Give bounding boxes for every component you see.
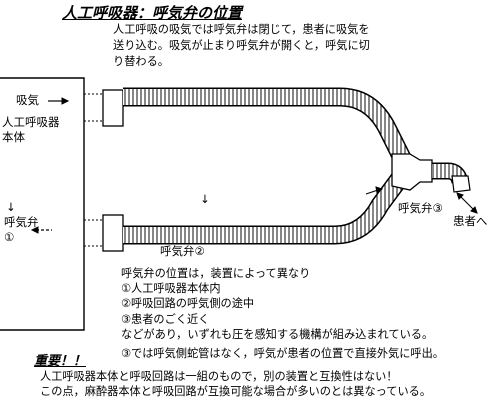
important-line: 人工呼吸器本体と呼吸回路は一組のもので，別の装置と互換性はない！ xyxy=(40,370,398,383)
valve-position-notes: 呼気弁の位置は，装置によって異なり ①人工呼吸器本体内 ②呼吸回路の呼気側の途中… xyxy=(121,266,444,361)
notes-line: ③では呼気側蛇管はなく，呼気が患者の位置で直接外気に呼出。 xyxy=(121,347,444,361)
patient-double-arrow xyxy=(456,192,478,214)
important-heading: 重要！！ xyxy=(34,354,87,369)
important-text: 人工呼吸器本体と呼吸回路は一組のもので，別の装置と互換性はない！ この点，麻酔器… xyxy=(40,370,431,399)
inspiratory-tube xyxy=(123,89,410,162)
diagram-title: 人工呼吸器：呼気弁の位置 xyxy=(62,4,243,22)
y-piece xyxy=(391,153,433,191)
inspiration-label: 吸気 xyxy=(16,93,39,107)
ventilator-body-box xyxy=(0,77,85,331)
ventilator-label-line: 人工呼吸器 xyxy=(2,115,60,129)
inspiration-arrow xyxy=(48,97,70,105)
valve1-label-line: 呼気弁 xyxy=(4,215,39,229)
valve2-label: 呼気弁② xyxy=(160,244,205,258)
important-line: この点，麻酔器本体と呼吸回路が互換可能な場合が多いのとは異なっている。 xyxy=(40,384,432,398)
intro-line: り替わる。 xyxy=(113,55,169,68)
center-marker: ↓ xyxy=(200,192,210,206)
notes-line: ①人工呼吸器本体内 xyxy=(121,282,221,296)
notes-line: などがあり，いずれも圧を感知する機構が組み込まれている。 xyxy=(121,327,434,341)
notes-line: ③患者のごく近く xyxy=(121,312,210,326)
notes-line: 呼気弁の位置は，装置によって異なり xyxy=(121,267,311,280)
intro-line: 人工呼吸の吸気では呼気弁は閉じて，患者に吸気を xyxy=(113,23,370,36)
expiratory-connector xyxy=(102,214,124,252)
patient-connector xyxy=(451,175,471,193)
inspiratory-connector xyxy=(102,89,124,127)
notes-line: ②呼吸回路の呼気側の途中 xyxy=(121,297,255,311)
intro-text: 人工呼吸の吸気では呼気弁は閉じて，患者に吸気を 送り込む。吸気が止まり呼気弁が開… xyxy=(113,22,370,70)
ventilator-label: 人工呼吸器 本体 xyxy=(2,115,60,145)
patient-label: 患者へ xyxy=(453,214,488,228)
valve3-label: 呼気弁③ xyxy=(398,201,443,215)
valve1-label-line: ① xyxy=(4,230,15,244)
valve1-label: 呼気弁 ① xyxy=(4,215,39,245)
intro-line: 送り込む。吸気が止まり呼気弁が開くと，呼気に切 xyxy=(113,39,370,52)
expiration-arrow xyxy=(30,226,52,234)
ventilator-label-line: 本体 xyxy=(2,130,25,144)
valve1-marker: ↓ xyxy=(6,200,16,214)
valve3-pointer-arrow xyxy=(365,186,384,195)
expiratory-tube xyxy=(123,173,407,243)
